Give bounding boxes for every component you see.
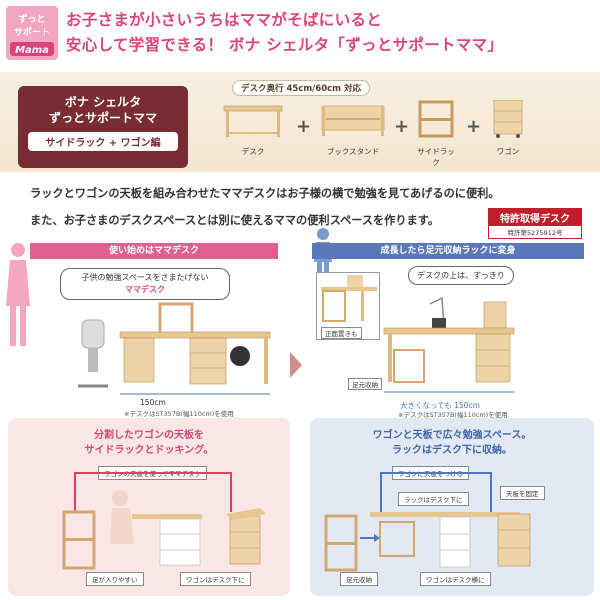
- product-label: ワゴン: [496, 147, 520, 156]
- left-width: 150cm: [140, 398, 166, 407]
- bottom-left-tag-wagon: ワゴンはデスク下に: [180, 572, 251, 586]
- patent-badge: 特許取得デスク 特許第5275912号: [488, 208, 582, 239]
- series-name-1: ボナ シェルタ: [64, 95, 142, 109]
- bottom-left-title-2: サイドラックとドッキング。: [84, 445, 214, 456]
- wagon-illustration: [493, 99, 523, 138]
- plus-sign: +: [394, 116, 410, 137]
- product-label: サイドラック: [417, 147, 455, 167]
- front-inset-illustration: [321, 275, 377, 322]
- foot-storage-tag: 足元収納: [348, 378, 382, 390]
- brand-logo: ずっと サポート Mama: [6, 6, 58, 60]
- right-desk-scene: [383, 296, 515, 393]
- right-note: ※デスクはST357B(幅110cm)を使用: [398, 411, 508, 419]
- bottom-left-illustration: [62, 490, 266, 570]
- bottom-left-tag-foot: 足が入りやすい: [86, 572, 144, 586]
- bottom-right-title-1: ワゴンと天板で広々勉強スペース。: [372, 430, 532, 441]
- product-wagon: ワゴン: [488, 99, 528, 157]
- desk-illustration: [223, 105, 283, 137]
- series-box: ボナ シェルタ ずっとサポートママ サイドラック + ワゴン編: [18, 86, 188, 168]
- logo-line2: サポート: [14, 26, 50, 38]
- product-desk: デスク: [222, 100, 284, 157]
- bottom-right-title-2: ラックはデスク下に収納。: [392, 445, 512, 456]
- bottom-left-box: [8, 418, 290, 596]
- right-width: 大きくなっても 150cm: [400, 401, 480, 410]
- bottom-right-illustration: [324, 512, 531, 572]
- bottom-right-title: ワゴンと天板で広々勉強スペース。 ラックはデスク下に収納。: [320, 428, 584, 458]
- product-bookstand: ブックスタンド: [318, 100, 388, 157]
- bottom-right-tag-foot: 足元収納: [340, 572, 378, 586]
- product-label: ブックスタンド: [326, 147, 380, 156]
- description-line2: また、お子さまのデスクスペースとは別に使えるママの便利スペースを作ります。: [30, 214, 440, 227]
- headline-line2: 安心して学習できる！ ボナ シェルタ「ずっとサポートママ」: [66, 36, 504, 54]
- right-panel-title: 成長したら足元収納ラックに変身: [312, 243, 584, 259]
- bottom-right-tag-wagon: ワゴンはデスク横に: [420, 572, 491, 586]
- product-siderack: サイドラック: [414, 100, 458, 168]
- mother-silhouette-icon: [6, 243, 30, 346]
- left-note: ※デスクはST357B(幅110cm)を使用: [124, 410, 234, 418]
- left-callout: 子供の勉強スペースをさまたげない ママデスク: [60, 268, 230, 300]
- left-callout-em: ママデスク: [125, 285, 165, 294]
- front-inset: 正面置きも: [316, 272, 380, 340]
- description-line1: ラックとワゴンの天板を組み合わせたママデスクはお子様の横で勉強を見てあげるのに便…: [30, 187, 500, 200]
- patent-number: 特許第5275912号: [507, 229, 563, 237]
- bottom-right-tag-fix: 天板を固定: [500, 486, 545, 500]
- red-bracket: [74, 472, 232, 512]
- description: ラックとワゴンの天板を組み合わせたママデスクはお子様の横で勉強を見てあげるのに便…: [30, 180, 590, 234]
- left-desk-scene: [78, 302, 271, 395]
- chevron-right-icon: [290, 352, 302, 378]
- plus-sign: +: [466, 116, 482, 137]
- bookstand-illustration: [321, 105, 385, 136]
- siderack-illustration: [418, 100, 454, 138]
- patent-title: 特許取得デスク: [489, 209, 581, 226]
- left-panel-title: 使い始めはママデスク: [30, 243, 278, 259]
- left-callout-text: 子供の勉強スペースをさまたげない: [81, 273, 209, 282]
- plus-sign: +: [296, 116, 312, 137]
- front-tag: 正面置きも: [321, 327, 362, 339]
- headline-line1: お子さまが小さいうちはママがそばにいると: [66, 11, 383, 29]
- product-label: デスク: [241, 147, 265, 156]
- blue-bracket: [380, 472, 492, 512]
- bottom-left-title: 分割したワゴンの天板を サイドラックとドッキング。: [20, 428, 278, 458]
- depth-label: デスク奥行 45cm/60cm 対応: [232, 80, 370, 96]
- series-name-2: ずっとサポートママ: [48, 111, 157, 125]
- logo-line1: ずっと: [18, 13, 45, 25]
- right-callout: デスクの上は、すっきり: [408, 266, 514, 285]
- logo-line3: Mama: [15, 45, 49, 56]
- bottom-left-title-1: 分割したワゴンの天板を: [94, 430, 204, 441]
- bottom-right-tag-rack: ラックはデスク下に: [398, 492, 469, 506]
- series-subtitle: サイドラック + ワゴン編: [28, 132, 178, 151]
- headline: お子さまが小さいうちはママがそばにいると 安心して学習できる！ ボナ シェルタ「…: [66, 8, 596, 58]
